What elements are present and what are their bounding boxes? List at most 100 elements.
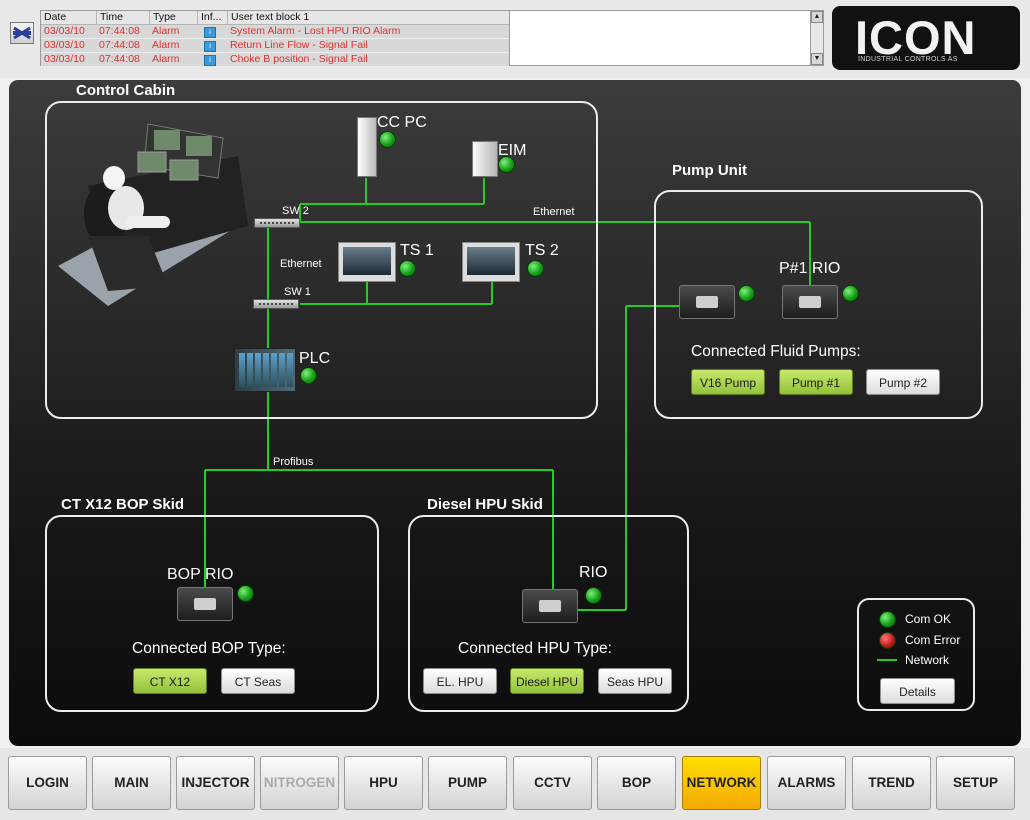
nav-network[interactable]: NETWORK [682,756,761,810]
sw2-switch-icon [254,218,300,228]
ts2-monitor-icon [462,242,520,282]
com-ok-led [879,611,896,628]
cc-pc-icon [357,117,377,177]
v16-pump-button[interactable]: V16 Pump [691,369,765,395]
alarm-type: Alarm [152,53,180,65]
alarm-row[interactable]: 03/03/10 07:44:08 Alarm i Return Line Fl… [41,39,509,53]
hpu-rio-label: RIO [579,564,608,581]
scroll-up-icon[interactable]: ▲ [811,11,823,23]
acknowledge-alarm-button[interactable] [10,22,34,44]
nav-cctv[interactable]: CCTV [513,756,592,810]
alarm-row[interactable]: 03/03/10 07:44:08 Alarm i Choke B positi… [41,53,509,67]
alarm-date: 03/03/10 [44,53,85,65]
nav-login[interactable]: LOGIN [8,756,87,810]
seas-hpu-button[interactable]: Seas HPU [598,668,672,694]
alarm-text: Choke B position - Signal Fail [230,53,368,65]
nav-pump[interactable]: PUMP [428,756,507,810]
pump-p1-rio-icon [782,285,838,319]
pump-2-button[interactable]: Pump #2 [866,369,940,395]
alarm-log-empty-area [510,10,810,66]
connected-hpu-type-label: Connected HPU Type: [458,640,612,657]
plc-icon [234,348,296,392]
alarm-text: System Alarm - Lost HPU RIO Alarm [230,25,401,37]
nav-injector[interactable]: INJECTOR [176,756,255,810]
com-error-label: Com Error [905,633,961,647]
ts1-monitor-icon [338,242,396,282]
alarm-time: 07:44:08 [99,53,140,65]
alarm-log-table: Date Time Type Inf... User text block 1 … [40,10,510,67]
pump-unit-group [654,190,983,419]
company-logo [832,6,1020,70]
bop-skid-title: CT X12 BOP Skid [61,496,185,513]
info-icon: i [201,25,216,38]
cc-pc-status-led [379,131,396,148]
bop-rio-icon [177,587,233,621]
alarm-time: 07:44:08 [99,39,140,51]
network-legend-label: Network [905,653,950,667]
bop-rio-status-led [237,585,254,602]
pump-v16-rio-icon [679,285,735,319]
alarm-log-scrollbar[interactable]: ▲ ▼ [810,10,824,66]
com-ok-label: Com OK [905,612,952,626]
scroll-down-icon[interactable]: ▼ [811,53,823,65]
cc-pc-label: CC PC [377,114,427,131]
ts1-status-led [399,260,416,277]
ts2-label: TS 2 [525,242,559,259]
ethernet-left-label: Ethernet [280,258,322,270]
operator-chair-image [58,123,248,306]
ct-x12-button[interactable]: CT X12 [133,668,207,694]
nav-hpu[interactable]: HPU [344,756,423,810]
eim-icon [472,141,498,177]
diesel-hpu-button[interactable]: Diesel HPU [510,668,584,694]
pump-p1-status-led [842,285,859,302]
nav-nitrogen[interactable]: NITROGEN [260,756,339,810]
col-info[interactable]: Inf... [197,11,227,24]
sw1-label: SW 1 [284,286,311,298]
profibus-label: Profibus [273,456,314,468]
col-date[interactable]: Date [44,11,67,23]
alarm-date: 03/03/10 [44,39,85,51]
alarm-row[interactable]: 03/03/10 07:44:08 Alarm i System Alarm -… [41,25,509,39]
ct-seas-button[interactable]: CT Seas [221,668,295,694]
hpu-rio-icon [522,589,578,623]
nav-trend[interactable]: TREND [852,756,931,810]
legend-box [857,598,975,711]
hpu-rio-status-led [585,587,602,604]
logo-subtitle: INDUSTRIAL CONTROLS AS [858,56,958,63]
nav-bop[interactable]: BOP [597,756,676,810]
acknowledge-icon [13,26,31,40]
ts1-label: TS 1 [400,242,434,259]
sw1-switch-icon [253,299,299,309]
nav-alarms[interactable]: ALARMS [767,756,846,810]
alarm-type: Alarm [152,25,180,37]
bop-skid-group [45,515,379,712]
control-cabin-title: Control Cabin [76,82,176,99]
pump-v16-status-led [738,285,755,302]
info-icon: i [201,53,216,66]
ts2-status-led [527,260,544,277]
nav-setup[interactable]: SETUP [936,756,1015,810]
logo-text: ICON [855,11,977,64]
col-time[interactable]: Time [96,11,149,24]
col-user-text[interactable]: User text block 1 [227,11,509,24]
pump-unit-title: Pump Unit [672,162,747,179]
pump-rio-label: P#1 RIO [779,260,841,277]
alarm-date: 03/03/10 [44,25,85,37]
nav-main[interactable]: MAIN [92,756,171,810]
col-type[interactable]: Type [149,11,197,24]
alarm-text: Return Line Flow - Signal Fail [230,39,368,51]
bop-rio-label: BOP RIO [167,566,234,583]
eim-status-led [498,156,515,173]
plc-label: PLC [299,350,331,367]
el-hpu-button[interactable]: EL. HPU [423,668,497,694]
network-line-swatch [877,659,897,661]
com-error-led [879,632,896,649]
details-button[interactable]: Details [880,678,955,704]
connected-fluid-pumps-label: Connected Fluid Pumps: [691,343,861,360]
control-cabin-group [45,101,598,419]
hpu-skid-title: Diesel HPU Skid [427,496,543,513]
pump-1-button[interactable]: Pump #1 [779,369,853,395]
info-icon: i [201,39,216,52]
sw2-label: SW 2 [282,205,309,217]
